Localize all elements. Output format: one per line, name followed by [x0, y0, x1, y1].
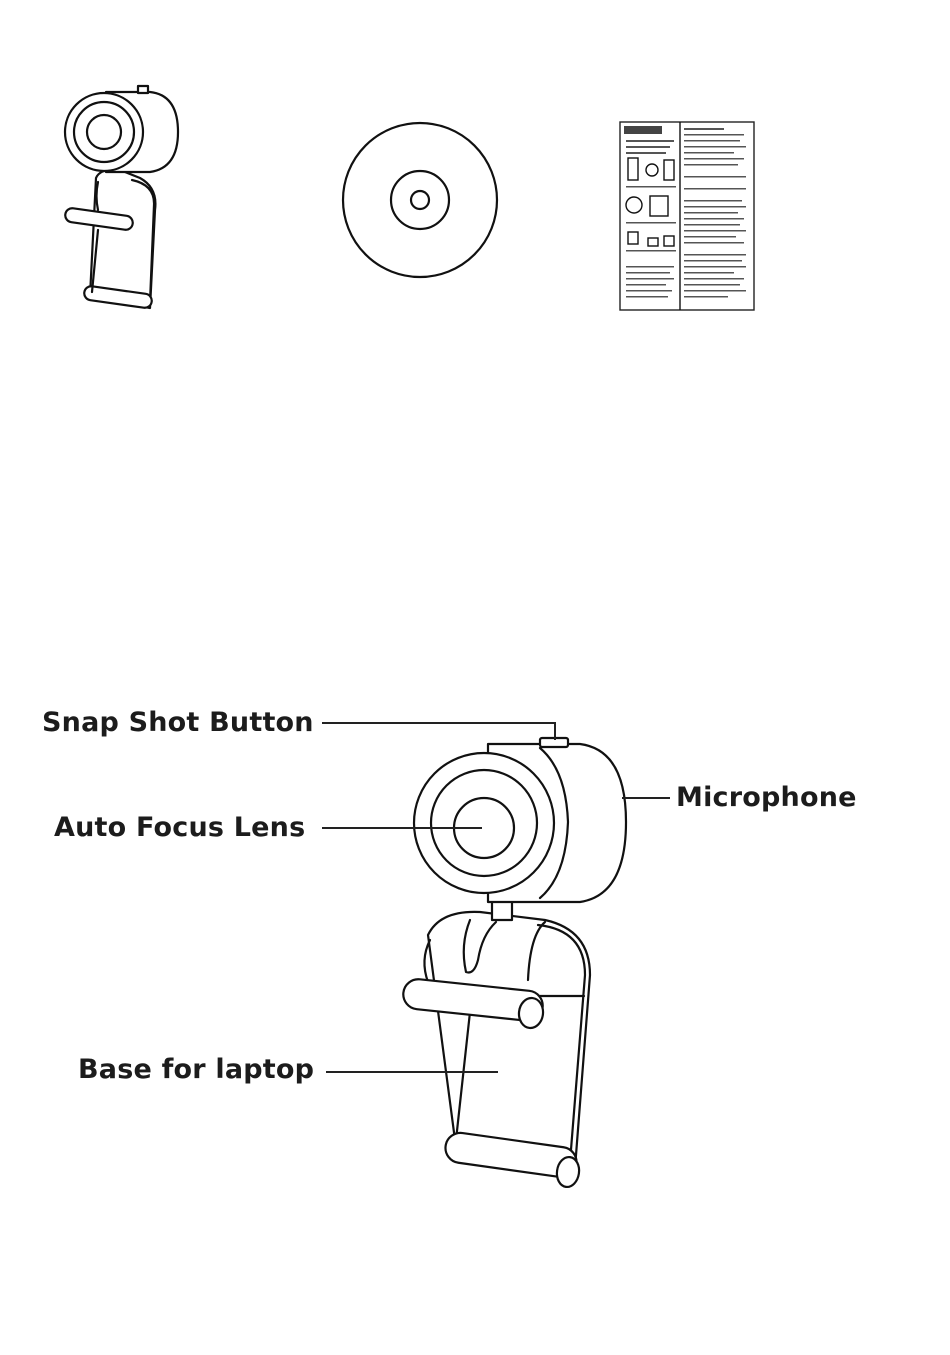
microphone-label: Microphone	[676, 782, 857, 814]
snap-shot-button-label: Snap Shot Button	[42, 707, 314, 739]
microphone-leader	[622, 797, 670, 799]
auto-focus-lens-label: Auto Focus Lens	[54, 812, 305, 844]
auto-focus-leader	[322, 827, 482, 829]
camera-body-drawing	[414, 738, 626, 902]
base-leader	[326, 1071, 498, 1073]
laptop-base-drawing	[402, 912, 590, 1189]
base-for-laptop-label: Base for laptop	[78, 1054, 314, 1086]
snap-shot-leader-vertical	[554, 722, 556, 740]
snap-shot-leader	[322, 722, 555, 724]
